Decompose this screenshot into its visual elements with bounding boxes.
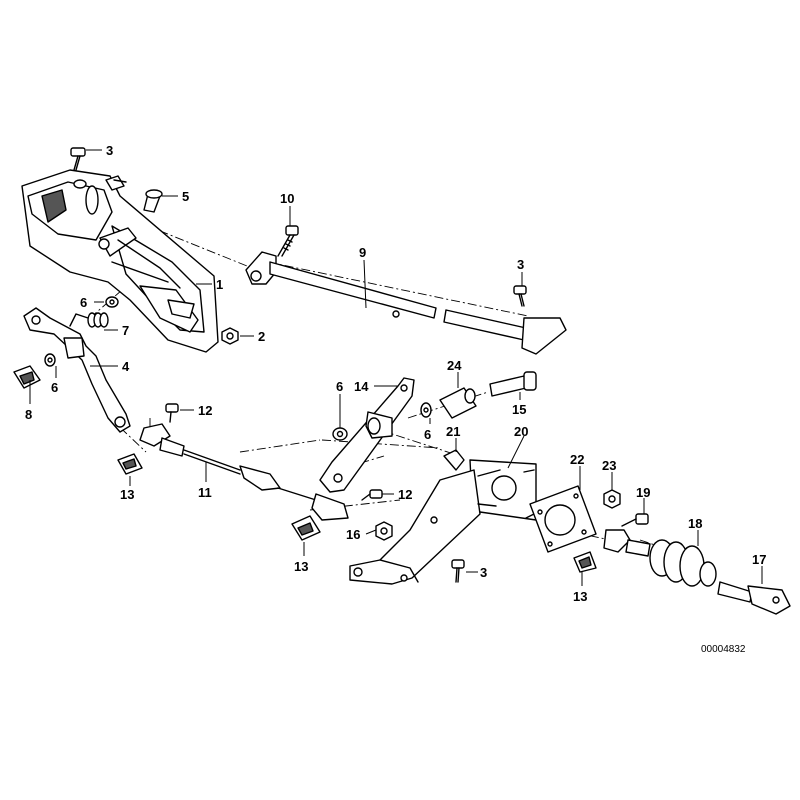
washer-part-6-d bbox=[420, 402, 432, 418]
bolt-part-19 bbox=[621, 513, 649, 527]
callout-18: 18 bbox=[688, 516, 702, 531]
bolt-part-15 bbox=[489, 371, 537, 397]
callout-13-a: 13 bbox=[120, 487, 134, 502]
washer-part-6-a bbox=[105, 296, 119, 308]
callout-16: 16 bbox=[346, 527, 360, 542]
pin-part-5 bbox=[143, 189, 163, 213]
bolt-part-3-top bbox=[70, 147, 86, 171]
nut-part-23 bbox=[603, 489, 621, 509]
callout-13-b: 13 bbox=[294, 559, 308, 574]
callout-1: 1 bbox=[216, 277, 223, 292]
callout-6-c: 6 bbox=[336, 379, 343, 394]
callout-12-a: 12 bbox=[198, 403, 212, 418]
callout-21: 21 bbox=[446, 424, 460, 439]
callout-15: 15 bbox=[512, 402, 526, 417]
nut-part-21 bbox=[443, 449, 465, 471]
boot-part-18 bbox=[603, 529, 717, 587]
callout-2: 2 bbox=[258, 329, 265, 344]
cable-part-11 bbox=[139, 423, 349, 521]
clip-part-8 bbox=[13, 365, 41, 389]
end-fitting-part-17 bbox=[717, 581, 791, 615]
callout-labels: 3 5 10 9 3 1 2 6 7 4 6 8 12 13 11 14 6 6… bbox=[25, 143, 766, 604]
lever-part-4 bbox=[23, 307, 131, 433]
callout-23: 23 bbox=[602, 458, 616, 473]
washer-part-6-b bbox=[44, 353, 56, 367]
callout-7: 7 bbox=[122, 323, 129, 338]
callout-9: 9 bbox=[359, 245, 366, 260]
pedal-bracket-part bbox=[21, 169, 219, 353]
callout-4: 4 bbox=[122, 359, 130, 374]
callout-19: 19 bbox=[636, 485, 650, 500]
sleeve-part-24 bbox=[439, 387, 477, 419]
callout-12-b: 12 bbox=[398, 487, 412, 502]
callout-6-d: 6 bbox=[424, 427, 431, 442]
bolt-part-10 bbox=[277, 225, 299, 257]
bolt-part-12-b bbox=[361, 489, 383, 501]
callout-5: 5 bbox=[182, 189, 189, 204]
spring-part-7 bbox=[69, 312, 109, 328]
callout-3-top: 3 bbox=[106, 143, 113, 158]
shaft-part-9 bbox=[245, 251, 567, 355]
document-number: 00004832 bbox=[701, 644, 746, 655]
callout-10: 10 bbox=[280, 191, 294, 206]
callout-6-b: 6 bbox=[51, 380, 58, 395]
callout-6-a: 6 bbox=[80, 295, 87, 310]
nut-part-16 bbox=[375, 521, 393, 541]
callout-17: 17 bbox=[752, 552, 766, 567]
nut-part-2 bbox=[221, 327, 239, 345]
bolt-part-12-a bbox=[165, 403, 179, 423]
leader-lines bbox=[29, 149, 763, 586]
callout-13-c: 13 bbox=[573, 589, 587, 604]
washer-part-6-c bbox=[332, 427, 348, 441]
callout-8: 8 bbox=[25, 407, 32, 422]
callout-3-bottom: 3 bbox=[480, 565, 487, 580]
clip-part-13-b bbox=[291, 515, 321, 541]
callout-24: 24 bbox=[447, 358, 462, 373]
bolt-part-3-right bbox=[513, 285, 527, 307]
callout-3-right: 3 bbox=[517, 257, 524, 272]
callout-20: 20 bbox=[514, 424, 528, 439]
callout-14: 14 bbox=[354, 379, 369, 394]
clip-part-13-a bbox=[117, 453, 143, 475]
bolt-part-3-bottom bbox=[451, 559, 465, 583]
lever-plate-part-14 bbox=[319, 377, 415, 493]
callout-22: 22 bbox=[570, 452, 584, 467]
mounting-bracket-part-20 bbox=[349, 459, 537, 585]
callout-11: 11 bbox=[198, 485, 212, 500]
clip-part-13-c bbox=[573, 551, 597, 573]
gasket-part-22 bbox=[529, 485, 597, 553]
